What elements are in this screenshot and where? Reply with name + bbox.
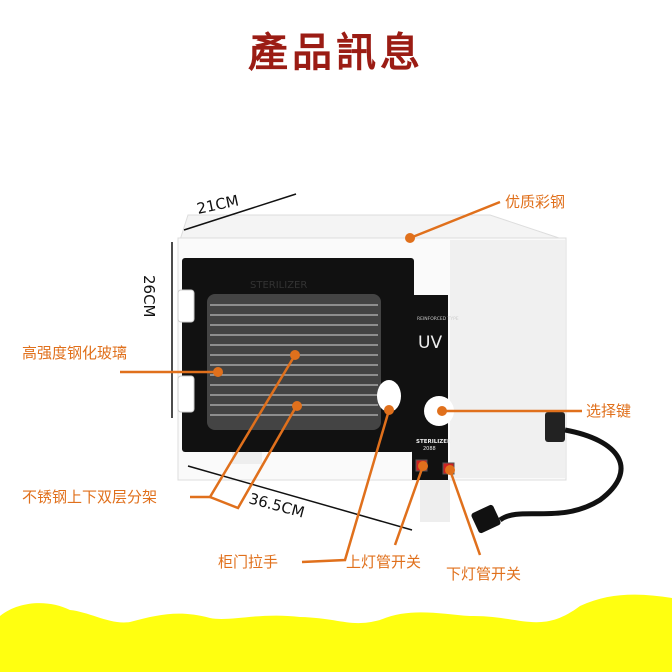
width-dimension-line <box>187 465 413 531</box>
door-handle[interactable] <box>377 380 401 412</box>
door-brand-text: STERILIZER <box>250 280 307 291</box>
hinge-bottom <box>177 375 195 413</box>
svg-text:STERILIZER: STERILIZER <box>416 439 452 445</box>
power-plug <box>471 504 501 534</box>
depth-dimension-line <box>183 193 297 231</box>
height-dimension-label: 26CM <box>140 275 158 318</box>
power-cord <box>498 427 624 523</box>
window <box>207 294 381 430</box>
callout-upper-switch: 上灯管开关 <box>346 553 421 571</box>
callout-racks: 不锈钢上下双层分架 <box>22 488 157 506</box>
callout-lower-switch: 下灯管开关 <box>446 565 521 583</box>
svg-text:REINFORCED TYPE: REINFORCED TYPE <box>417 316 459 322</box>
callout-knob: 选择键 <box>586 402 631 420</box>
svg-text:2088: 2088 <box>423 446 436 452</box>
callout-handle: 柜门拉手 <box>218 553 278 571</box>
hinge-top <box>177 289 195 323</box>
power-socket <box>545 412 565 442</box>
yellow-wave-banner <box>0 594 672 672</box>
page-title: 產品訊息 <box>248 30 424 76</box>
control-panel <box>412 295 448 480</box>
callout-steel: 优质彩钢 <box>505 193 565 211</box>
uv-label: UV <box>418 333 442 353</box>
callout-glass: 高强度钢化玻璃 <box>22 344 127 362</box>
width-dimension-label: 36.5CM <box>247 489 307 521</box>
uv-sterilizer-cabinet: STERILIZER REINFORCED TYPE UV STERILIZER… <box>177 214 624 534</box>
